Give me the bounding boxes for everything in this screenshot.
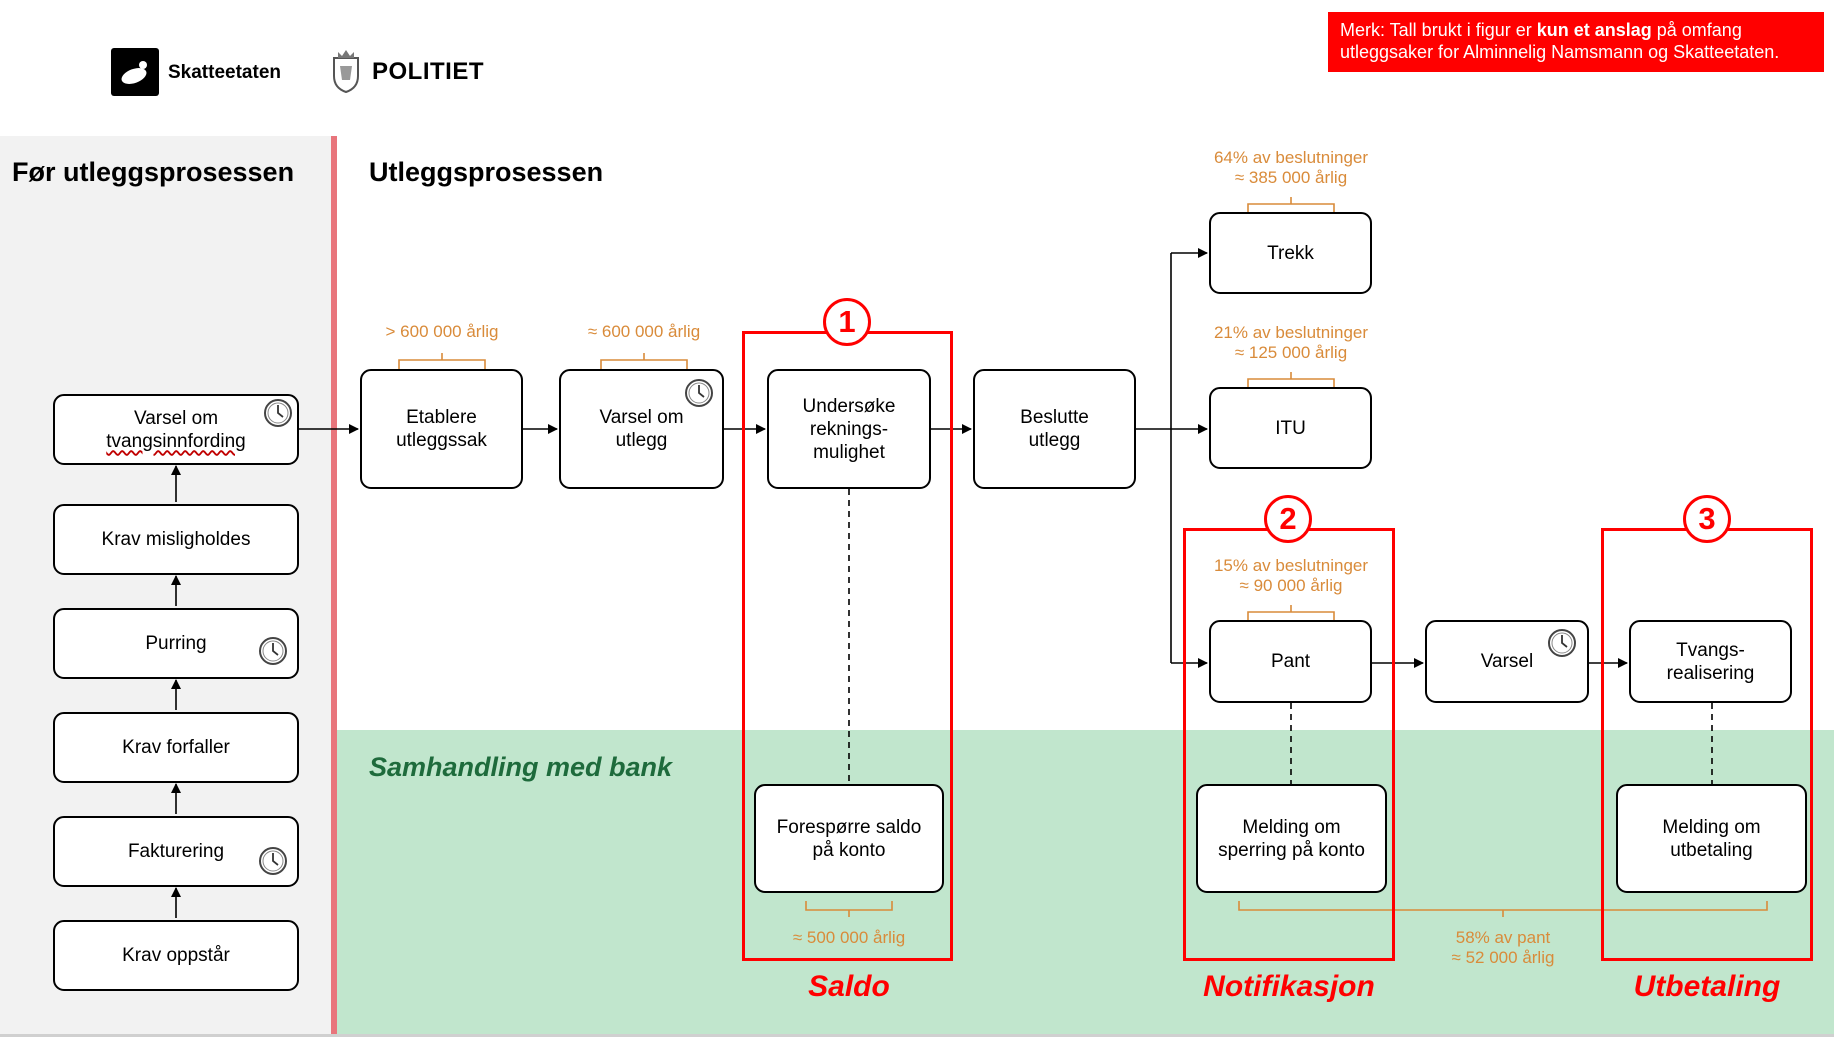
clock-icon (684, 378, 714, 408)
step-label: Krav forfaller (122, 737, 230, 758)
bottom-border (0, 1034, 1834, 1037)
clock-icon (258, 846, 288, 876)
highlight-frame-1 (742, 331, 953, 961)
bank-title: Samhandling med bank (369, 752, 673, 782)
step-melding-utbetaling[interactable]: Melding om utbetaling (1616, 784, 1807, 893)
step-label: Fakturering (127, 841, 225, 862)
politiet-name: POLITIET (372, 58, 484, 85)
annotation-pant-share: 58% av pant ≈ 52 000 årlig (1451, 928, 1555, 967)
highlight-number-1: 1 (823, 298, 871, 346)
step-melding-sperring[interactable]: Melding om sperring på konto (1196, 784, 1387, 893)
highlight-frame-3 (1601, 528, 1813, 961)
step-fakturering[interactable]: Fakturering (53, 816, 299, 887)
annotation-saldo: ≈ 500 000 årlig (792, 928, 906, 947)
annotation-etablere: > 600 000 årlig (385, 322, 499, 341)
step-label: Trekk (1267, 242, 1314, 264)
step-krav-forfaller[interactable]: Krav forfaller (53, 712, 299, 783)
step-label: Melding om sperring på konto (1218, 816, 1365, 861)
step-label: Tvangs- realisering (1666, 639, 1755, 684)
step-label: ITU (1275, 417, 1306, 439)
note-prefix: Merk: Tall brukt i figur er (1340, 20, 1537, 40)
step-label: Purring (145, 633, 207, 654)
step-label: Krav misligholdes (101, 529, 251, 550)
step-label: Pant (1270, 651, 1311, 672)
disclaimer-note: Merk: Tall brukt i figur er kun et ansla… (1328, 12, 1824, 72)
step-tvangsrealisering[interactable]: Tvangs- realisering (1629, 620, 1792, 703)
step-label: Varsel (1480, 651, 1534, 672)
annotation-pant: 15% av beslutninger ≈ 90 000 årlig (1213, 556, 1369, 595)
bank-interaction-area (337, 730, 1834, 1037)
clock-icon (263, 398, 293, 428)
step-krav-oppstar[interactable]: Krav oppstår (53, 920, 299, 991)
skatteetaten-name: Skatteetaten (168, 62, 281, 83)
category-utbetaling: Utbetaling (1633, 970, 1781, 1003)
politiet-crest (326, 48, 366, 94)
step-label: Forespørre saldo på konto (776, 816, 922, 861)
step-label: Krav oppstår (122, 945, 230, 966)
clock-icon (258, 636, 288, 666)
step-undersoke-dekningsmulighet[interactable]: Undersøke reknings- mulighet (767, 369, 931, 489)
step-label: Undersøke reknings- mulighet (802, 395, 896, 463)
section-divider (331, 136, 337, 1036)
note-bold: kun et anslag (1536, 20, 1652, 40)
category-notifikasjon: Notifikasjon (1203, 970, 1375, 1003)
step-label: Etablere utleggssak (396, 407, 487, 451)
step-beslutte-utlegg[interactable]: Beslutte utlegg (973, 369, 1136, 489)
step-label-line2: tvangsinnfording (106, 430, 246, 452)
skatteetaten-logo (111, 48, 159, 96)
step-label: Varsel om utlegg (599, 407, 684, 451)
note-suffix: på omfang utleggsaker for Alminnelig Nam… (1340, 20, 1780, 62)
step-etablere-utleggssak[interactable]: Etablere utleggssak (360, 369, 523, 489)
step-label-line1: Varsel om (133, 407, 219, 429)
before-process-title: Før utleggsprosessen (12, 157, 295, 187)
annotation-itu: 21% av beslutninger ≈ 125 000 årlig (1213, 323, 1369, 362)
annotation-trekk: 64% av beslutninger ≈ 385 000 årlig (1213, 148, 1369, 187)
step-itu[interactable]: ITU (1209, 387, 1372, 469)
clock-icon (1547, 628, 1577, 658)
annotation-varsel-utlegg: ≈ 600 000 årlig (587, 322, 701, 341)
step-pant[interactable]: Pant (1209, 620, 1372, 703)
process-title: Utleggsprosessen (369, 157, 604, 187)
step-label: Melding om utbetaling (1662, 816, 1761, 861)
highlight-number-2: 2 (1264, 495, 1312, 543)
step-krav-misligholdes[interactable]: Krav misligholdes (53, 504, 299, 575)
step-trekk[interactable]: Trekk (1209, 212, 1372, 294)
highlight-number-3: 3 (1683, 495, 1731, 543)
category-saldo: Saldo (808, 970, 890, 1003)
highlight-frame-2 (1183, 528, 1395, 961)
step-label: Beslutte utlegg (1020, 407, 1089, 451)
step-purring[interactable]: Purring (53, 608, 299, 679)
step-foresporre-saldo[interactable]: Forespørre saldo på konto (754, 784, 944, 893)
